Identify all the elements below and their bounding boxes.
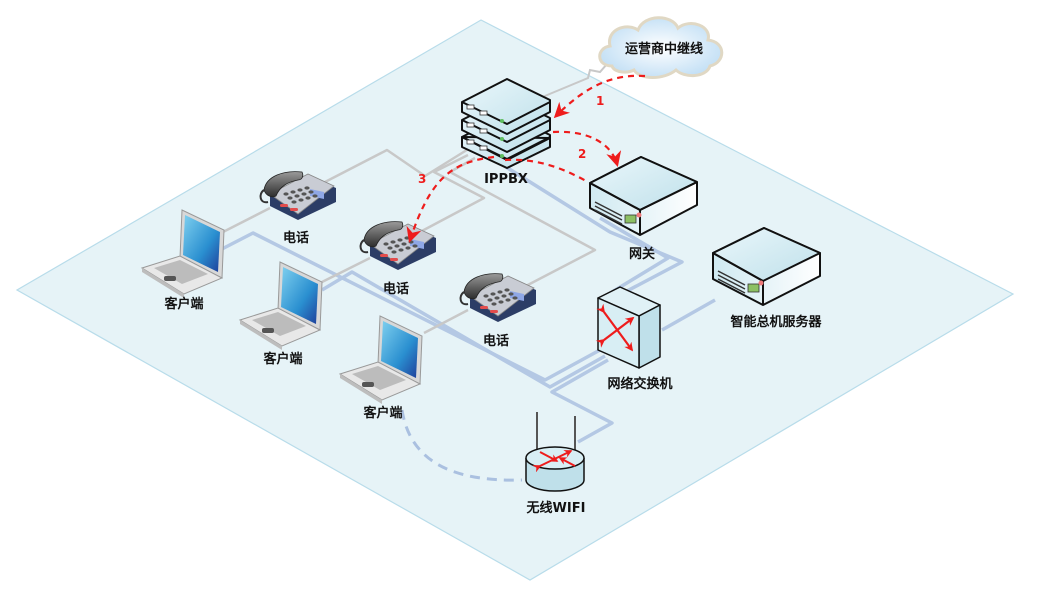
link-ippbx-phone3 [448, 156, 597, 290]
call-step-1: 1 [596, 94, 605, 108]
label-wifi: 无线WIFI [526, 501, 586, 516]
label-ippbx: IPPBX [484, 172, 528, 187]
link-client1-switch [219, 231, 601, 382]
label-client2: 客户端 [263, 352, 303, 367]
node-client3[interactable] [338, 315, 423, 404]
label-server: 智能总机服务器 [730, 315, 822, 330]
node-client2[interactable] [238, 261, 323, 350]
link-phone3-client3 [423, 308, 469, 335]
label-phone3: 电话 [482, 334, 510, 349]
link-client2-switch [321, 270, 606, 389]
link-ippbx-phone1 [324, 146, 471, 184]
lan-links [219, 150, 716, 444]
lightning-icon [539, 55, 615, 99]
node-gateway[interactable] [589, 156, 698, 236]
call-flow-2b [504, 158, 589, 183]
wifi-router-icon [525, 412, 585, 492]
switch-arrows-icon [595, 303, 635, 352]
link-phone1-client1 [222, 206, 271, 234]
link-switch-wifi [550, 358, 614, 444]
node-server[interactable] [712, 227, 821, 306]
desk-phone-icon [259, 171, 336, 220]
gateway-icon [589, 156, 698, 236]
link-gateway-switch [599, 216, 670, 294]
laptop-icon [338, 315, 423, 404]
node-ippbx[interactable] [461, 78, 551, 169]
label-switch: 网络交换机 [607, 377, 673, 392]
label-client3: 客户端 [363, 406, 403, 421]
laptop-icon [140, 209, 225, 298]
label-client1: 客户端 [164, 297, 204, 312]
link-ippbx-phone2 [419, 153, 486, 234]
call-flow-1 [553, 74, 646, 119]
call-flow [406, 74, 646, 243]
label-carrier: 运营商中继线 [624, 42, 704, 57]
phone-links [222, 146, 597, 335]
call-step-2: 2 [578, 147, 587, 161]
node-phone3[interactable] [459, 273, 536, 322]
call-flow-3 [406, 155, 495, 243]
call-step-3: 3 [418, 172, 427, 186]
node-switch[interactable] [595, 286, 661, 369]
node-phone1[interactable] [259, 171, 336, 220]
link-phone2-client2 [321, 256, 371, 284]
node-wifi[interactable] [525, 412, 585, 492]
node-client1[interactable] [140, 209, 225, 298]
label-gateway: 网关 [628, 247, 656, 262]
label-phone2: 电话 [382, 282, 410, 297]
label-phone1: 电话 [282, 231, 310, 246]
laptop-icon [238, 261, 323, 350]
desk-phone-icon [459, 273, 536, 322]
call-flow-2 [552, 130, 622, 167]
link-server-switch [661, 298, 716, 332]
